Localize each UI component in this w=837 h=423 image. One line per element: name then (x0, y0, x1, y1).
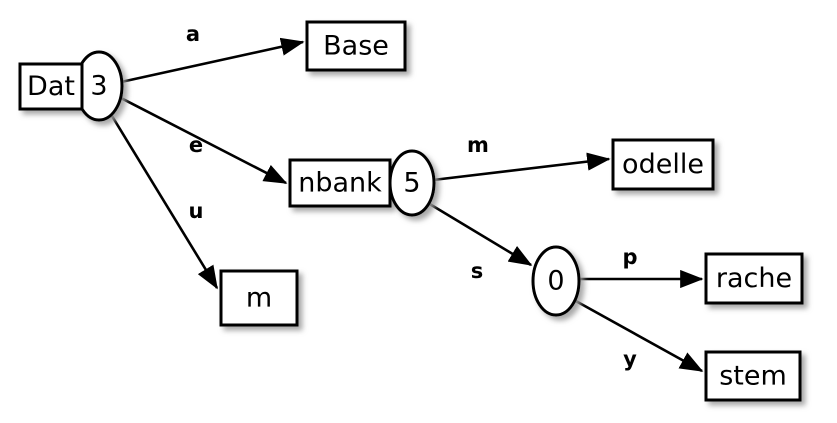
node-state-label-nbank: 5 (403, 168, 420, 199)
edge-label-e: e (189, 133, 203, 157)
node-text-rache: rache (716, 263, 792, 294)
node-rache[interactable] (704, 252, 804, 305)
edge-line-e (118, 95, 288, 185)
node-m-box[interactable] (219, 269, 299, 327)
edge-u[interactable] (110, 115, 219, 290)
node-box-stem (704, 350, 802, 402)
edge-labels-layer: a e u m s p y (186, 22, 638, 371)
node-box-label-nbank: nbank (298, 168, 382, 199)
node-state-label-zero: 0 (547, 266, 564, 297)
edge-label-m: m (467, 133, 489, 157)
node-text-odelle: odelle (622, 149, 704, 180)
node-text-base: Base (323, 31, 389, 62)
edge-line-u (110, 115, 219, 290)
node-stem[interactable] (704, 350, 802, 402)
node-box-label-dat: Dat (27, 71, 75, 102)
node-zero[interactable] (531, 245, 581, 317)
node-dat[interactable] (18, 50, 124, 122)
node-state-label-dat: 3 (90, 71, 107, 102)
node-box-label-rache: rache (716, 263, 792, 294)
node-box-odelle (611, 138, 715, 191)
edge-label-y: y (623, 347, 637, 371)
node-box-dat (18, 62, 84, 111)
nodes-layer: Dat 3 Base nbank 5 m odelle 0 rache stem (18, 20, 804, 402)
edge-m[interactable] (432, 152, 611, 182)
edges-layer (110, 37, 704, 373)
node-text-nbank: nbank 5 (298, 168, 420, 199)
node-box-label-base: Base (323, 31, 389, 62)
node-box-m-box (219, 269, 299, 327)
node-box-label-stem: stem (719, 361, 787, 392)
node-box-nbank (288, 158, 392, 208)
edge-label-s: s (471, 259, 484, 283)
node-text-dat: Dat 3 (27, 71, 108, 103)
edge-line-y (573, 298, 704, 373)
edge-line-m (432, 152, 611, 182)
node-box-rache (704, 252, 804, 305)
node-box-label-odelle: odelle (622, 149, 704, 180)
node-text-zero: 0 (547, 266, 564, 297)
edge-label-a: a (186, 22, 200, 46)
node-ellipse-zero (531, 245, 581, 317)
edge-e[interactable] (118, 95, 288, 185)
edge-label-p: p (622, 245, 637, 269)
node-nbank[interactable] (288, 149, 436, 217)
node-base[interactable] (305, 20, 407, 72)
node-odelle[interactable] (611, 138, 715, 191)
edge-label-u: u (189, 199, 204, 223)
node-text-stem: stem (719, 361, 787, 392)
edge-line-a (120, 37, 305, 84)
node-box-label-m-box: m (246, 283, 272, 314)
edge-y[interactable] (573, 298, 704, 373)
node-text-m-box: m (246, 283, 272, 314)
edge-s[interactable] (427, 201, 533, 267)
edge-a[interactable] (120, 37, 305, 84)
edge-line-s (427, 201, 533, 267)
node-box-base (305, 20, 407, 72)
